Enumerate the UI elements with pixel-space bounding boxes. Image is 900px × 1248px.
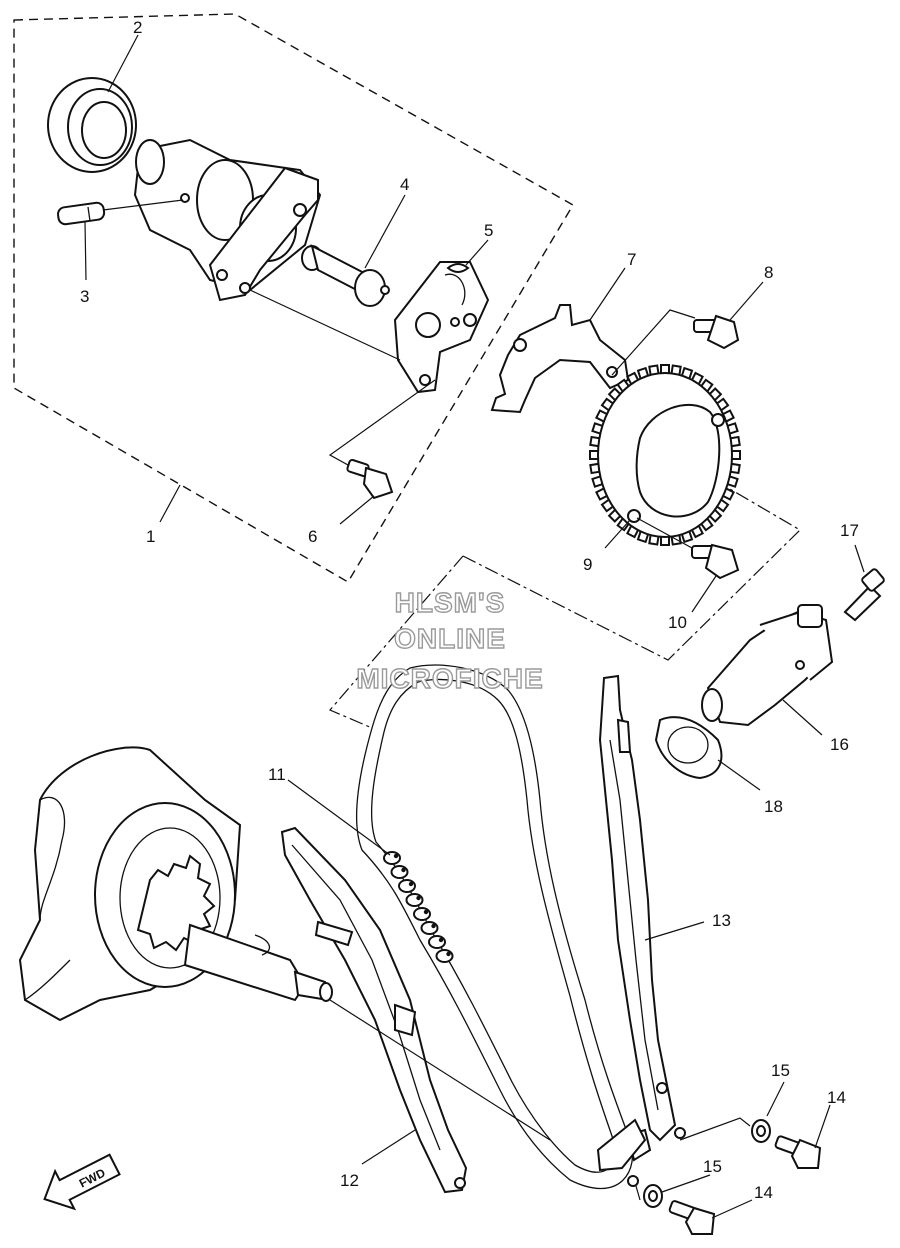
chain-link (428, 935, 446, 949)
washer-part-15-upper (751, 1119, 771, 1143)
callout-18: 18 (764, 797, 783, 816)
chain-pin (401, 867, 406, 873)
washer-part-15-lower (643, 1184, 663, 1208)
dowel-pin-part-3 (57, 201, 106, 226)
chain-pin (423, 909, 429, 915)
callout-15-upper: 15 (771, 1061, 790, 1080)
chain-link (398, 879, 416, 893)
bolt-part-10 (691, 543, 740, 580)
leader-lines (84, 34, 865, 1219)
chain-pin (438, 937, 444, 943)
watermark: HLSM'S ONLINE MICROFICHE (356, 586, 544, 694)
callout-14-lower: 14 (754, 1183, 773, 1202)
callout-7: 7 (627, 250, 636, 269)
callout-1: 1 (146, 527, 155, 546)
watermark-line-3: MICROFICHE (356, 663, 543, 694)
callout-16: 16 (830, 735, 849, 754)
chain-pin (408, 881, 414, 887)
fwd-arrow-icon: FWD (43, 1153, 121, 1211)
chain-pin (431, 923, 436, 929)
crankshaft (18, 746, 333, 1022)
decomp-shaft-part-4 (301, 244, 390, 307)
chain-link (413, 907, 431, 921)
chain-pin (446, 951, 451, 957)
chain-pin (416, 895, 421, 901)
bolt-part-6 (346, 458, 394, 500)
tensioner-part-16 (701, 604, 834, 727)
callout-10: 10 (668, 613, 687, 632)
callouts: 2 3 4 5 7 8 1 6 9 10 17 16 18 11 13 15 1… (80, 18, 859, 1202)
bearing-part-2 (47, 77, 137, 173)
chain-link (435, 949, 454, 963)
callout-13: 13 (712, 911, 731, 930)
callout-17: 17 (840, 521, 859, 540)
bolt-part-14-upper (774, 1135, 822, 1169)
gasket-part-18 (654, 716, 723, 780)
callout-3: 3 (80, 287, 89, 306)
decomp-plate-part-5 (393, 261, 490, 394)
callout-15-lower: 15 (703, 1157, 722, 1176)
chain-link (383, 851, 401, 865)
watermark-line-2: ONLINE (394, 623, 506, 654)
callout-8: 8 (764, 263, 773, 282)
chain-link (405, 893, 424, 907)
cam-plate-part-7 (490, 304, 630, 414)
callout-12: 12 (340, 1171, 359, 1190)
bolt-part-8 (693, 314, 740, 350)
cam-sprocket-part-9 (589, 364, 741, 546)
callout-11: 11 (268, 765, 286, 784)
sprocket-reference-box (329, 555, 464, 729)
chain-guide-part-12 (280, 826, 468, 1194)
chain-links (383, 851, 454, 963)
bolt-part-14-lower (668, 1200, 716, 1235)
chain-link (390, 865, 409, 879)
callout-2: 2 (133, 18, 142, 37)
chain-pin (393, 853, 399, 859)
callout-6: 6 (308, 527, 317, 546)
chain-guide-part-13 (596, 674, 686, 1187)
bolt-part-17 (843, 568, 885, 622)
callout-5: 5 (484, 221, 493, 240)
callout-4: 4 (400, 175, 409, 194)
camshaft (133, 138, 322, 302)
chain-link (420, 921, 439, 935)
assembly-1-dashed-boundary (13, 13, 574, 583)
watermark-line-1: HLSM'S (395, 587, 506, 618)
callout-14-upper: 14 (827, 1088, 846, 1107)
timing-chain-part-11 (355, 664, 634, 1190)
callout-9: 9 (583, 555, 592, 574)
